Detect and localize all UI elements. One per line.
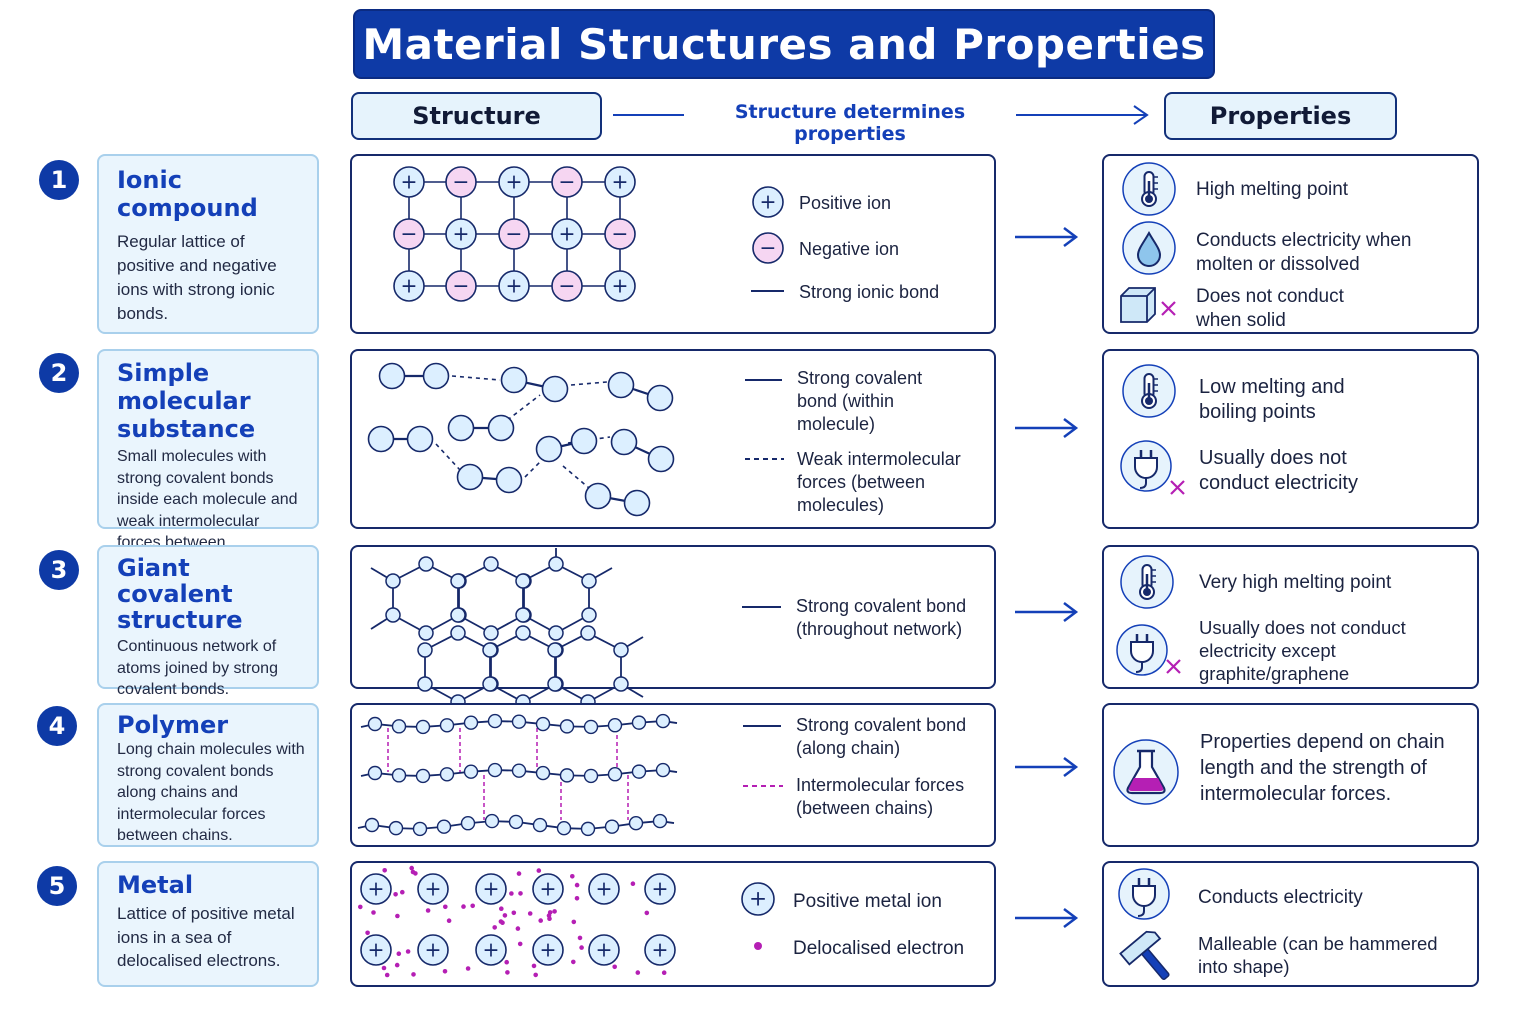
ionic-prop-2: Conducts electricity when molten or diss… [1196,230,1412,275]
flow-label: Structure determines properties [734,101,966,145]
molecular-legend-covalent: Strong covalent bond (within molecule) [797,368,923,434]
metal-name: Metal [117,871,194,899]
molecular-description: Small molecules with strong covalent bon… [117,448,298,573]
molecular-legend-intermolecular: Weak intermolecular forces (between mole… [797,449,961,515]
metal-structure-panel [350,861,996,987]
row-number-3: 3 [39,550,79,590]
properties-header: Properties [1164,92,1397,140]
molecular-name: Simple molecular substance [117,359,256,443]
molecular-prop-2: Usually does not conduct electricity [1199,447,1358,494]
metal-description: Lattice of positive metal ions in a sea … [117,904,295,970]
ionic-legend-negative: Negative ion [799,239,900,259]
giant-covalent-description-card: Giant covalent structure Continuous netw… [97,545,319,698]
ionic-name: Ionic compound [117,166,258,222]
polymer-legend-covalent: Strong covalent bond (along chain) [796,715,967,758]
metal-prop-2: Malleable (can be hammered into shape) [1198,933,1438,977]
polymer-description: Long chain molecules with strong covalen… [117,741,305,844]
row-number-2: 2 [39,353,79,393]
page-title: Material Structures and Properties [353,9,1215,79]
structure-header: Structure [351,92,602,140]
ionic-legend-bond: Strong ionic bond [799,282,940,302]
row-number-1: 1 [39,160,79,200]
metal-prop-1: Conducts electricity [1198,887,1363,908]
molecular-prop-1: Low melting and boiling points [1199,376,1345,423]
polymer-legend-intermolecular: Intermolecular forces (between chains) [796,775,965,818]
giant-covalent-prop-1: Very high melting point [1199,572,1392,593]
row-number-4: 4 [37,706,77,746]
giant-covalent-description: Continuous network of atoms joined by st… [117,638,278,698]
polymer-prop-1: Properties depend on chain length and th… [1200,731,1445,805]
ionic-description-card: Ionic compound Regular lattice of positi… [97,154,319,334]
metal-description-card: Metal Lattice of positive metal ions in … [97,861,319,987]
ionic-prop-1: High melting point [1196,179,1349,200]
row-number-5: 5 [37,866,77,906]
giant-covalent-prop-2: Usually does not conduct electricity exc… [1199,617,1406,684]
ionic-description: Regular lattice of positive and negative… [117,232,277,323]
metal-legend-electron: Delocalised electron [793,938,965,959]
polymer-name: Polymer [117,711,229,739]
giant-covalent-name: Giant covalent structure [117,554,243,634]
ionic-legend-positive: Positive ion [799,193,892,213]
molecular-description-card: Simple molecular substance Small molecul… [97,349,319,573]
ionic-structure-panel [350,154,996,334]
ionic-prop-3: Does not conduct when solid [1196,286,1344,331]
polymer-description-card: Polymer Long chain molecules with strong… [97,703,319,847]
giant-covalent-legend: Strong covalent bond (throughout network… [796,596,967,639]
metal-legend-ion: Positive metal ion [793,891,942,912]
